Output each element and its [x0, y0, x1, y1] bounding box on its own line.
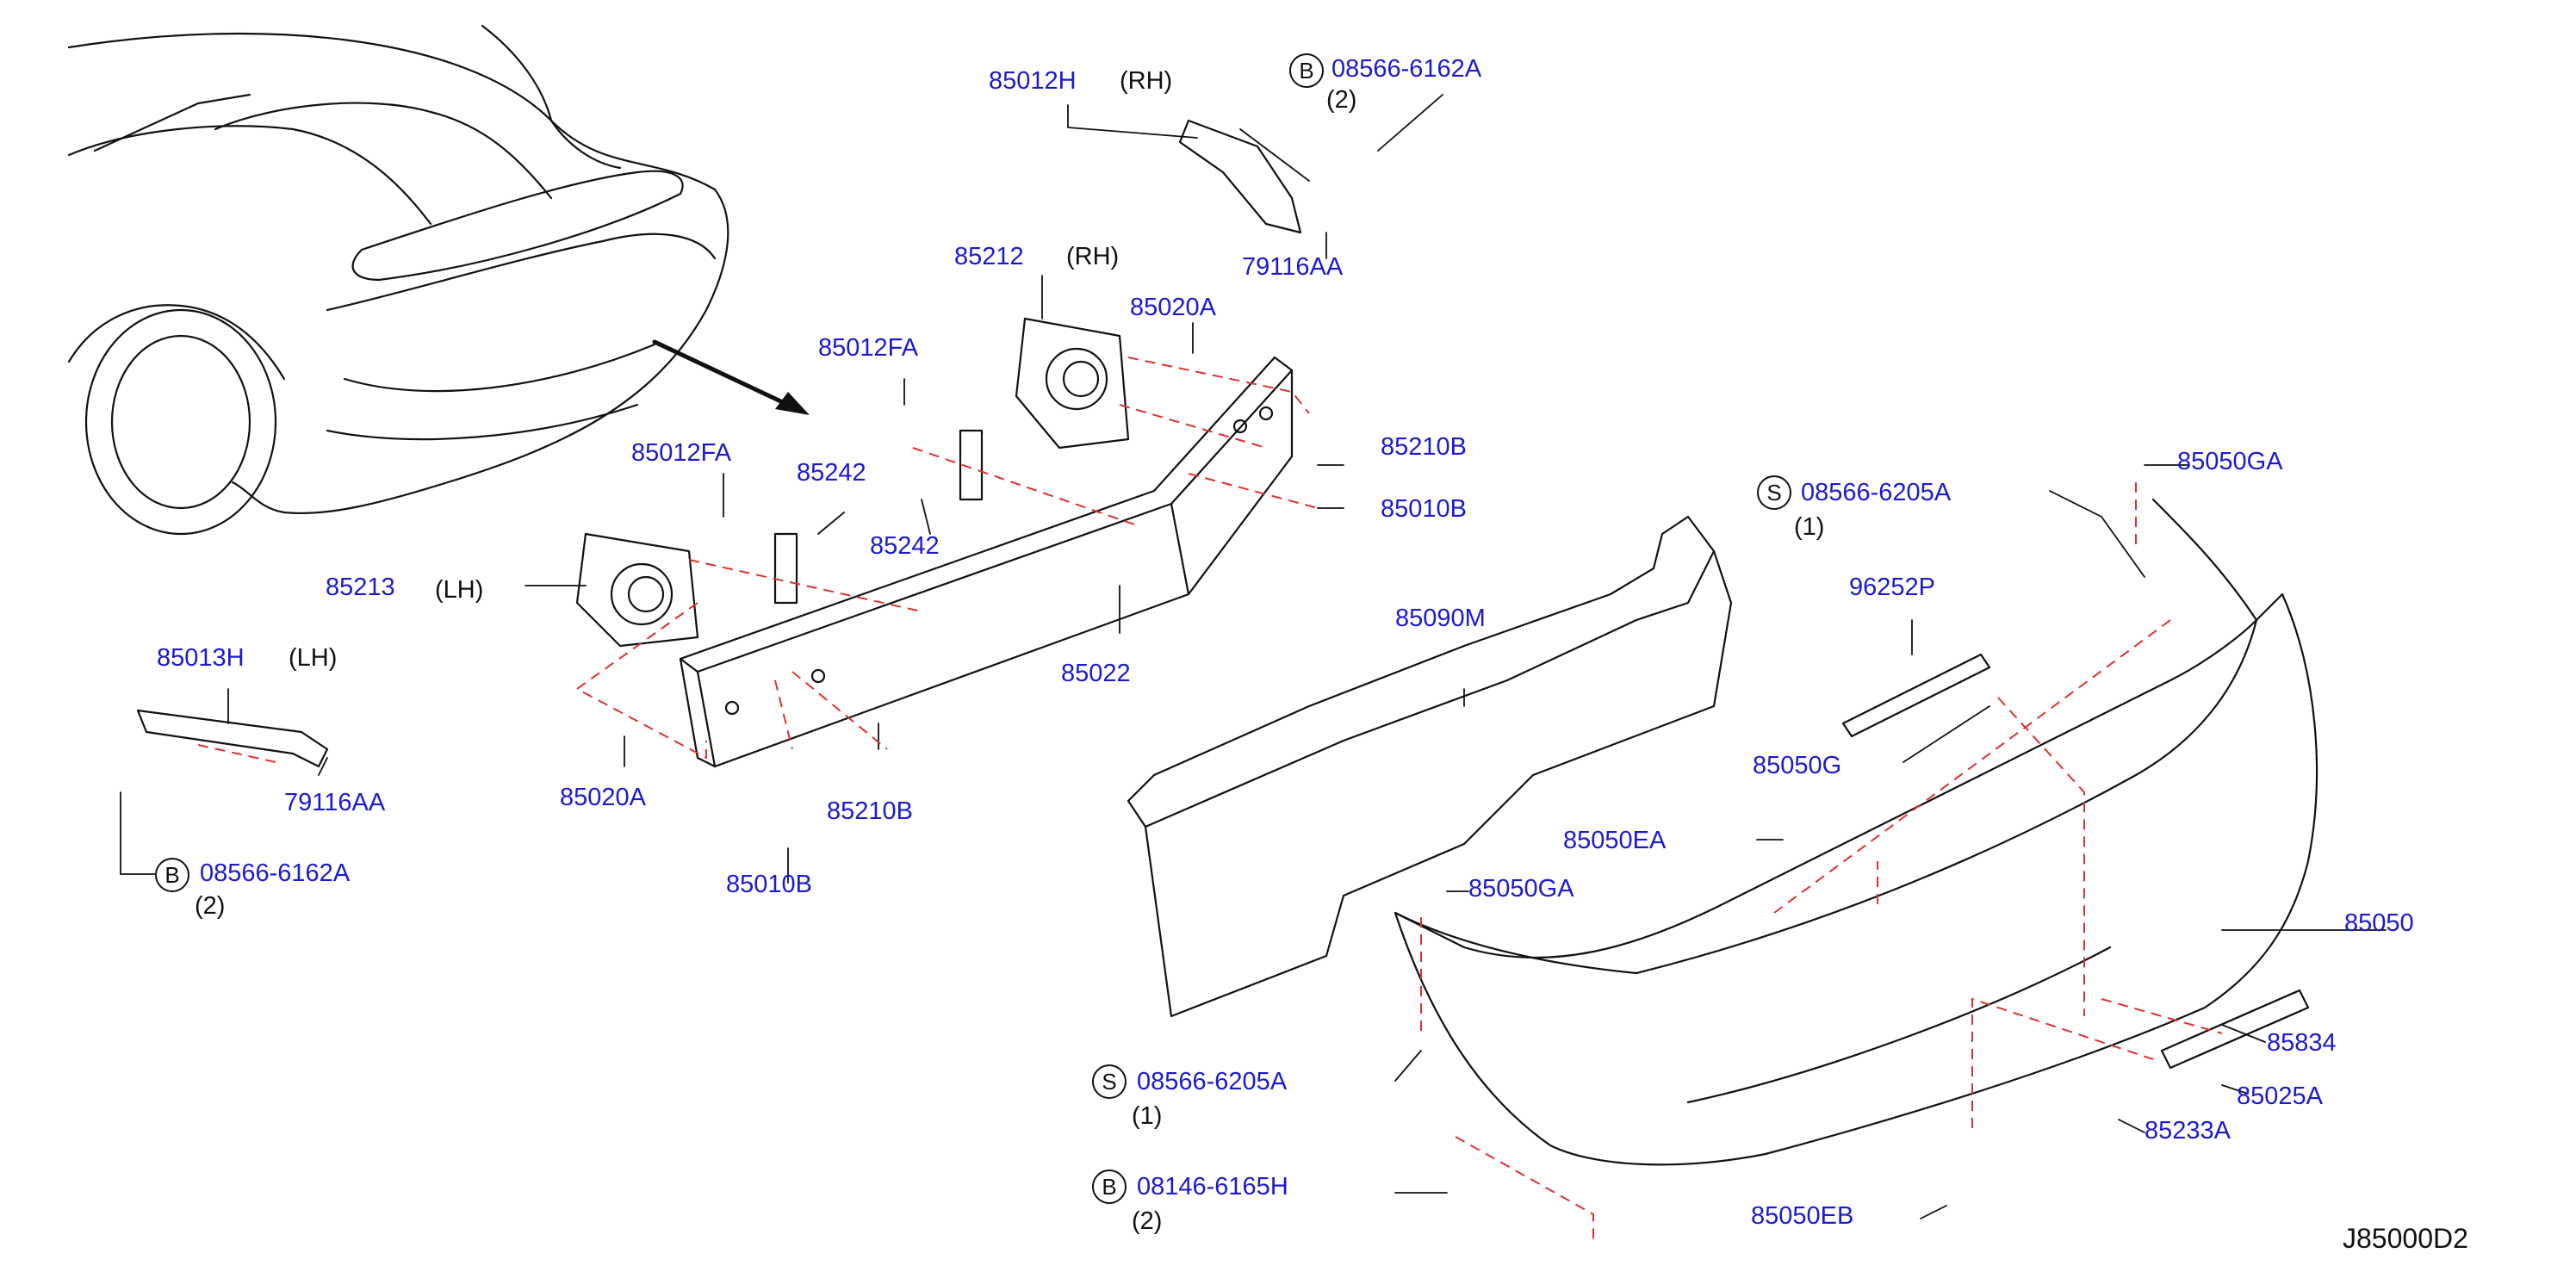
diagram-code: J85000D2 — [2343, 1223, 2468, 1254]
label-85020A-top: 85020A — [1130, 294, 1216, 321]
label-85210B-bottom: 85210B — [827, 797, 913, 825]
lh-bracket-85013H — [136, 709, 329, 768]
label-85050EA: 85050EA — [1563, 827, 1667, 854]
label-85212-side: (RH) — [1066, 243, 1120, 270]
label-85012FA-top: 85012FA — [818, 334, 919, 362]
label-85233A: 85233A — [2145, 1117, 2231, 1145]
label-08566-6162A-top: 08566-6162A — [1331, 55, 1482, 83]
label-85012H: 85012H — [989, 67, 1077, 95]
label-85834: 85834 — [2267, 1029, 2337, 1057]
label-85242-bottom: 85242 — [870, 532, 940, 560]
bracket-96252P — [1841, 653, 1991, 738]
label-08566-6162A-left: 08566-6162A — [200, 859, 351, 887]
label-85010B-bottom: 85010B — [726, 871, 812, 898]
label-85213: 85213 — [326, 574, 395, 601]
label-85012FA-mid: 85012FA — [631, 439, 732, 467]
qty-08566-6205A-bottom: (1) — [1132, 1102, 1163, 1130]
b-symbol-left: B — [155, 858, 189, 892]
s-symbol-bottom: S — [1092, 1064, 1127, 1099]
label-08566-6205A-top: 08566-6205A — [1801, 479, 1952, 506]
b-symbol-bottom: B — [1092, 1169, 1127, 1204]
direction-arrow — [652, 339, 810, 415]
label-85022: 85022 — [1061, 660, 1131, 687]
label-85013H-side: (LH) — [289, 644, 338, 672]
bumper-fascia-85050 — [1394, 498, 2318, 1166]
label-96252P: 96252P — [1849, 574, 1935, 601]
license-bracket-85834 — [2160, 989, 2310, 1070]
rh-bracket-85012H — [1178, 119, 1302, 234]
label-85213-side: (LH) — [435, 576, 484, 604]
label-85025A: 85025A — [2237, 1083, 2323, 1110]
leader-lines — [120, 94, 2387, 1219]
label-79116AA-left: 79116AA — [284, 789, 386, 816]
label-85050: 85050 — [2344, 909, 2414, 937]
label-85050EB: 85050EB — [1751, 1202, 1854, 1230]
label-85210B-right: 85210B — [1381, 433, 1467, 461]
label-85212: 85212 — [954, 243, 1024, 270]
label-85050GA-mid: 85050GA — [1468, 875, 1574, 903]
car-rear-outline — [67, 24, 729, 536]
qty-08566-6162A-top: (2) — [1326, 86, 1357, 114]
lh-stay-85213 — [575, 532, 699, 648]
assembly-dashed-lines — [197, 357, 2223, 1240]
bracket-85242-bottom — [773, 532, 798, 605]
label-85050G: 85050G — [1753, 752, 1842, 779]
label-85242-top: 85242 — [797, 459, 866, 487]
label-85012H-side: (RH) — [1120, 67, 1173, 95]
bracket-85242-top — [959, 429, 984, 501]
qty-08566-6162A-left: (2) — [195, 892, 226, 920]
label-85020A-bottom: 85020A — [560, 784, 646, 811]
label-08566-6205A-bottom: 08566-6205A — [1137, 1068, 1288, 1095]
s-symbol-top: S — [1757, 475, 1791, 510]
rh-stay-85212 — [1015, 317, 1130, 450]
qty-08566-6205A-top: (1) — [1794, 513, 1825, 541]
qty-08146-6165H: (2) — [1132, 1207, 1163, 1235]
label-85050GA-top: 85050GA — [2177, 448, 2283, 475]
b-symbol-top: B — [1289, 53, 1324, 88]
label-08146-6165H: 08146-6165H — [1137, 1173, 1288, 1200]
label-85010B-right: 85010B — [1381, 495, 1467, 523]
label-85090M: 85090M — [1395, 605, 1486, 632]
label-85013H: 85013H — [157, 644, 245, 672]
label-79116AA-top: 79116AA — [1242, 253, 1344, 281]
energy-absorber-85090M — [1127, 515, 1733, 1018]
reinforcement-beam — [679, 356, 1294, 768]
